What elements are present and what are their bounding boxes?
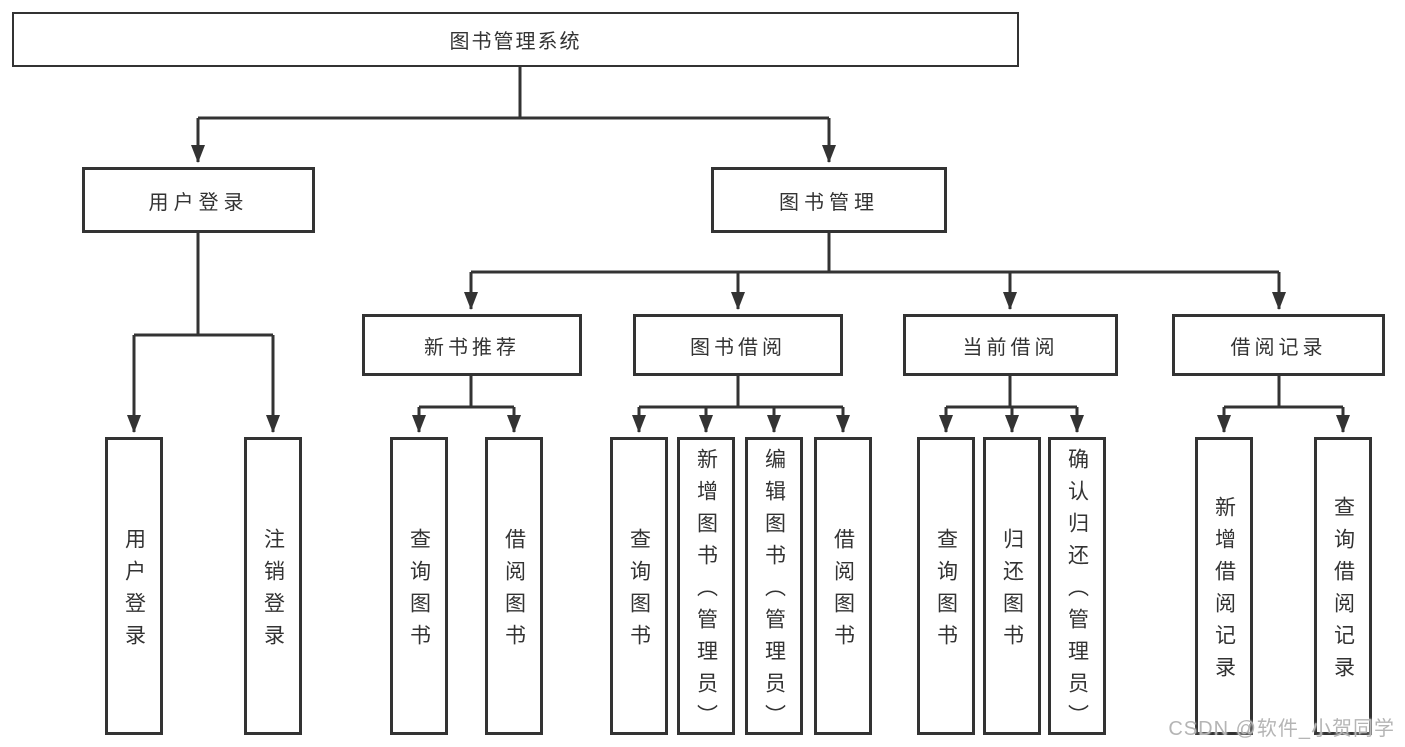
- leaf-query-books-current: 查询图书: [917, 437, 975, 735]
- leaf-add-borrow-record: 新增借阅记录: [1195, 437, 1253, 735]
- leaf-label: 新增图书（管理员）: [694, 447, 718, 736]
- leaf-query-books-borrow: 查询图书: [610, 437, 668, 735]
- leaf-label: 新增借阅记录: [1212, 495, 1236, 688]
- leaf-return-books: 归还图书: [983, 437, 1041, 735]
- node-book-management: 图书管理: [711, 167, 947, 233]
- leaf-label: 查询图书: [934, 527, 958, 656]
- node-book-borrowing: 图书借阅: [633, 314, 843, 376]
- leaf-logout-login: 注销登录: [244, 437, 302, 735]
- node-user-login: 用户登录: [82, 167, 315, 233]
- leaf-confirm-return-admin: 确认归还（管理员）: [1048, 437, 1106, 736]
- leaf-label: 借阅图书: [831, 527, 855, 656]
- leaf-borrow-books-recommend: 借阅图书: [485, 437, 543, 735]
- leaf-add-books-admin: 新增图书（管理员）: [677, 437, 735, 736]
- leaf-label: 查询图书: [407, 527, 431, 656]
- leaf-label: 用户登录: [122, 527, 146, 656]
- leaf-label: 确认归还（管理员）: [1065, 447, 1089, 736]
- leaf-user-login: 用户登录: [105, 437, 163, 735]
- node-current-borrowing: 当前借阅: [903, 314, 1118, 376]
- csdn-watermark: CSDN @软件_小贺同学: [1168, 718, 1395, 740]
- node-new-book-recommendation: 新书推荐: [362, 314, 582, 376]
- leaf-edit-books-admin: 编辑图书（管理员）: [745, 437, 803, 736]
- leaf-query-books-recommend: 查询图书: [390, 437, 448, 735]
- node-borrowing-records: 借阅记录: [1172, 314, 1385, 376]
- leaf-label: 查询图书: [627, 527, 651, 656]
- leaf-borrow-books: 借阅图书: [814, 437, 872, 735]
- leaf-label: 归还图书: [1000, 527, 1024, 656]
- leaf-query-borrow-record: 查询借阅记录: [1314, 437, 1372, 735]
- node-library-management-system: 图书管理系统: [12, 12, 1019, 67]
- leaf-label: 编辑图书（管理员）: [762, 447, 786, 736]
- leaf-label: 借阅图书: [502, 527, 526, 656]
- leaf-label: 注销登录: [261, 527, 285, 656]
- leaf-label: 查询借阅记录: [1331, 495, 1355, 688]
